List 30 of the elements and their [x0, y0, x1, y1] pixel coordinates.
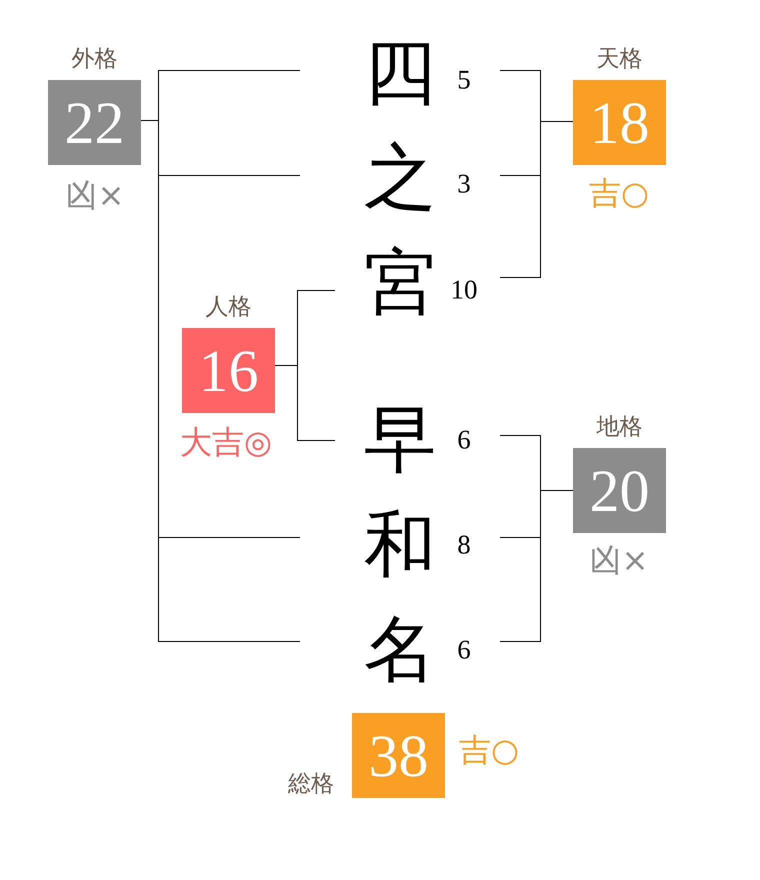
name-character: 名: [364, 614, 436, 686]
grade-label: 総格: [288, 773, 334, 796]
connector-line: [500, 490, 574, 642]
grade-label: 外格: [72, 48, 118, 71]
grade-label: 人格: [206, 296, 252, 319]
name-character: 宮: [364, 247, 436, 319]
stroke-count: 5: [457, 66, 471, 94]
fortune-verdict: 凶×: [590, 544, 648, 576]
score-box: 38: [352, 713, 445, 798]
fortune-verdict: 吉○: [589, 177, 649, 209]
connector-line: [500, 121, 574, 278]
grade-label: 天格: [596, 48, 642, 71]
score-box: 18: [573, 80, 666, 165]
stroke-count: 3: [457, 170, 471, 198]
stroke-count: 6: [457, 426, 471, 454]
fortune-verdict: 大吉◎: [180, 426, 272, 458]
stroke-count: 8: [457, 532, 471, 558]
fortune-verdict: 凶×: [66, 179, 124, 211]
name-character: 之: [364, 142, 436, 214]
score-box: 20: [573, 448, 666, 533]
stroke-count: 10: [450, 276, 478, 304]
name-character: 四: [364, 37, 436, 109]
name-character: 和: [364, 509, 436, 581]
score-box: 16: [182, 328, 275, 413]
stroke-count: 6: [457, 636, 471, 664]
fortune-verdict: 吉○: [459, 734, 519, 766]
score-box: 22: [48, 80, 141, 165]
connector-line: [274, 365, 336, 441]
name-character: 早: [364, 404, 436, 476]
grade-label: 地格: [596, 416, 642, 439]
